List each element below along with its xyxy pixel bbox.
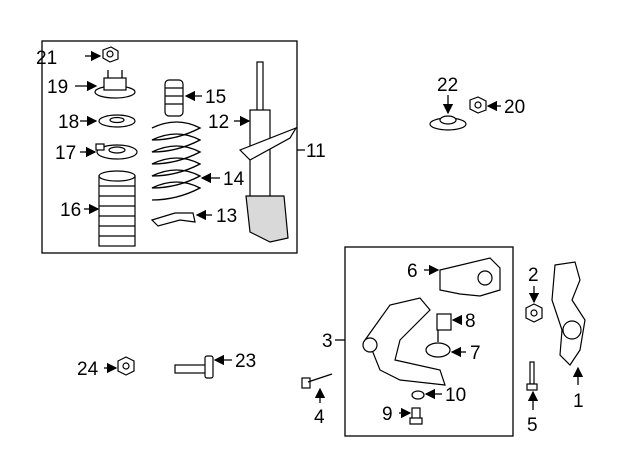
callout-23: 23 <box>235 351 256 372</box>
part-6-bushing-bracket[interactable] <box>439 257 501 297</box>
part-12-strut[interactable] <box>238 61 298 243</box>
callout-6: 6 <box>407 261 418 282</box>
callout-5: 5 <box>527 415 538 436</box>
callout-14: 14 <box>223 169 245 190</box>
part-10-nut[interactable] <box>411 390 425 400</box>
callout-16: 16 <box>60 200 81 221</box>
callout-15: 15 <box>205 87 226 108</box>
callout-11: 11 <box>306 141 326 162</box>
callout-19: 19 <box>47 77 68 98</box>
callout-22: 22 <box>437 75 458 96</box>
part-23-bolt[interactable] <box>174 355 214 379</box>
callout-13: 13 <box>216 206 237 227</box>
part-24-nut[interactable] <box>117 356 135 376</box>
part-8-bushing[interactable] <box>436 313 452 331</box>
part-4-bolt[interactable] <box>301 373 333 389</box>
part-19-strut-mount[interactable] <box>94 70 136 99</box>
part-16-dust-boot[interactable] <box>98 170 136 247</box>
callout-4: 4 <box>314 407 325 428</box>
part-2-nut[interactable] <box>525 303 543 323</box>
callout-9: 9 <box>382 404 393 425</box>
callout-8: 8 <box>465 311 476 332</box>
part-3-lower-control-arm[interactable] <box>362 297 446 386</box>
part-20-nut[interactable] <box>469 96 487 114</box>
part-5-bolt[interactable] <box>526 361 538 391</box>
callout-24: 24 <box>77 359 99 380</box>
control-arm-assembly-box <box>344 246 514 437</box>
callout-18: 18 <box>58 112 79 133</box>
callout-1: 1 <box>573 391 584 412</box>
callout-7: 7 <box>470 343 481 364</box>
part-13-bracket[interactable] <box>150 212 196 227</box>
callout-20: 20 <box>504 97 525 118</box>
callout-10: 10 <box>445 385 466 406</box>
part-14-coil-spring[interactable] <box>151 121 202 201</box>
part-9-bolt[interactable] <box>409 407 423 425</box>
leader-lines <box>75 50 584 419</box>
part-21-nut[interactable] <box>102 46 119 63</box>
strut-assembly-box <box>41 40 298 254</box>
callout-2: 2 <box>528 265 539 286</box>
callout-12: 12 <box>208 112 229 133</box>
part-17-spring-isolator[interactable] <box>95 143 138 160</box>
callout-17: 17 <box>55 143 76 164</box>
callout-3: 3 <box>322 331 333 352</box>
part-15-bump-stop[interactable] <box>164 79 184 117</box>
part-22-insulator[interactable] <box>429 115 467 131</box>
part-1-steering-knuckle[interactable] <box>551 261 586 366</box>
callout-21: 21 <box>36 48 57 69</box>
part-18-spring-seat[interactable] <box>98 114 136 128</box>
part-7-ball-joint[interactable] <box>425 330 451 358</box>
